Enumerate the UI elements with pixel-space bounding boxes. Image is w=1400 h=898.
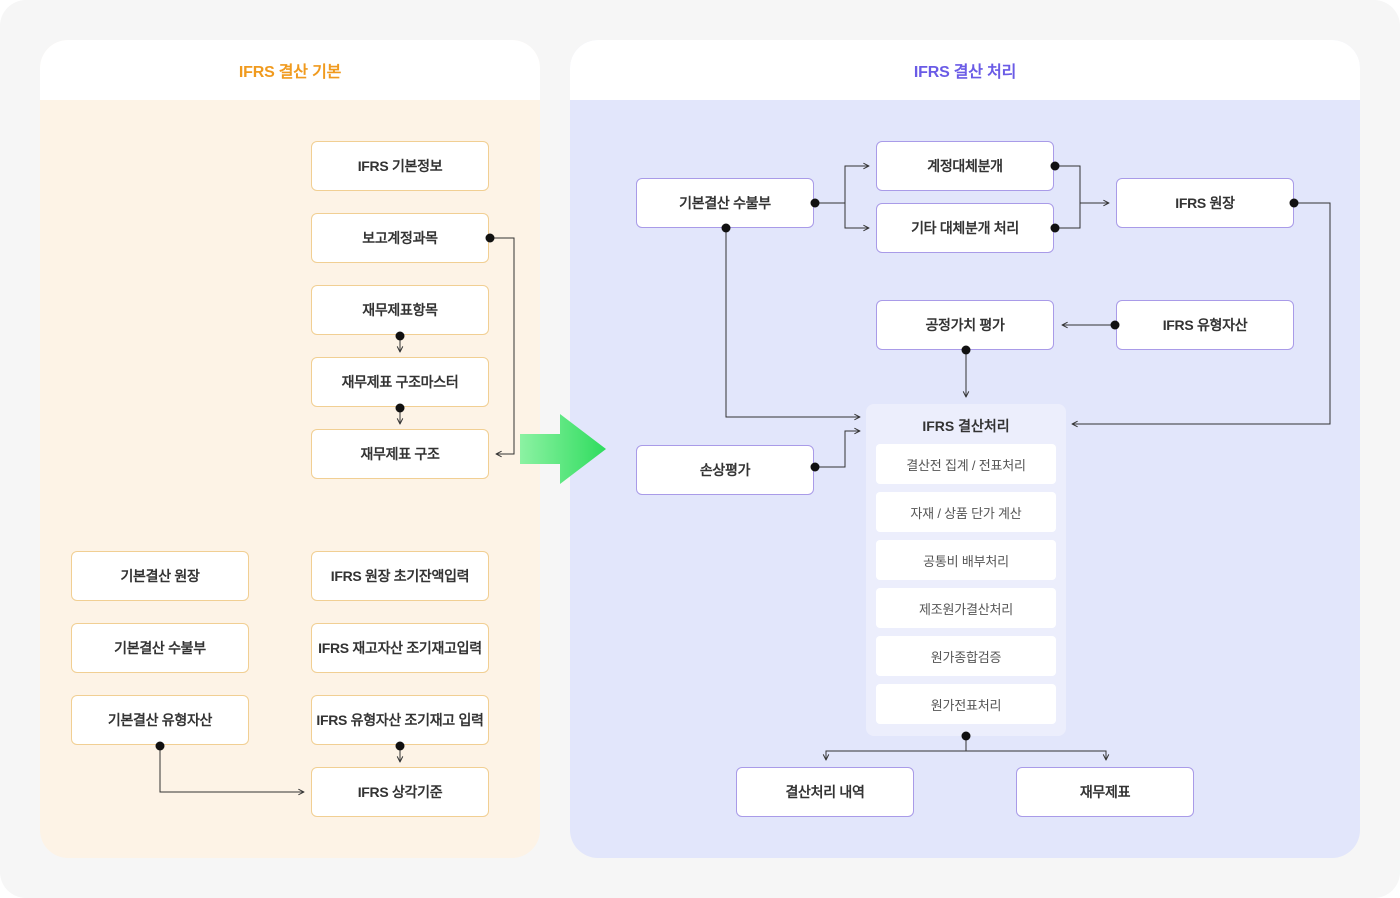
connector-dot-other-alt [1050, 223, 1060, 233]
node-ifrs-ledger: IFRS 원장 [1116, 178, 1294, 228]
closing-step-cost-verification: 원가종합검증 [876, 636, 1056, 676]
node-fs-structure: 재무제표 구조 [311, 429, 489, 479]
node-impairment: 손상평가 [636, 445, 814, 495]
connector-inout-to-account-alt [815, 166, 869, 204]
node-ifrs-inventory-init: IFRS 재고자산 조기재고입력 [311, 623, 489, 673]
connector-ifrs-ledger-to-closing [1072, 202, 1331, 424]
connector-dot-fs-master [395, 403, 405, 413]
node-report-accounts: 보고계정과목 [311, 213, 489, 263]
node-basic-ledger: 기본결산 원장 [71, 551, 249, 601]
ifrs-closing-group: IFRS 결산처리 결산전 집계 / 전표처리 자재 / 상품 단가 계산 공통… [866, 404, 1066, 736]
connector-dot-report [485, 233, 495, 243]
connector-dot-ifrs-ledger [1289, 198, 1299, 208]
connector-basic-tangible-to-depreciation [159, 746, 304, 792]
connector-dot-account-alt [1050, 161, 1060, 171]
node-ifrs-depreciation: IFRS 상각기준 [311, 767, 489, 817]
connector-dot-basic-tangible [155, 741, 165, 751]
closing-step-manufacturing-cost: 제조원가결산처리 [876, 588, 1056, 628]
connector-dot-impairment [810, 462, 820, 472]
connector-dot-inout-right [810, 198, 820, 208]
ifrs-closing-group-title: IFRS 결산처리 [922, 418, 1010, 434]
ifrs-process-panel-title: IFRS 결산 처리 [570, 40, 1360, 100]
ifrs-basic-panel-title: IFRS 결산 기본 [40, 40, 540, 100]
node-ifrs-ledger-init: IFRS 원장 초기잔액입력 [311, 551, 489, 601]
connector-dot-fair-value [961, 345, 971, 355]
node-ifrs-tangible-init: IFRS 유형자산 조기재고 입력 [311, 695, 489, 745]
connector-closing-to-statements [966, 750, 1106, 760]
closing-step-unit-cost: 자재 / 상품 단가 계산 [876, 492, 1056, 532]
node-ifrs-tangible: IFRS 유형자산 [1116, 300, 1294, 350]
closing-step-pre-aggregation: 결산전 집계 / 전표처리 [876, 444, 1056, 484]
connector-dot-closing-group [961, 731, 971, 741]
connector-report-to-structure [490, 237, 515, 454]
closing-step-common-cost: 공통비 배부처리 [876, 540, 1056, 580]
connector-dot-ifrs-tangible [1110, 320, 1120, 330]
node-basic-tangible: 기본결산 유형자산 [71, 695, 249, 745]
transition-arrow-icon [520, 414, 606, 484]
node-ifrs-basic-info: IFRS 기본정보 [311, 141, 489, 191]
node-fair-value: 공정가치 평가 [876, 300, 1054, 350]
connector-inout-to-other-alt [844, 203, 869, 228]
connector-closing-to-history [826, 736, 967, 760]
connector-impairment-to-closing [815, 431, 860, 468]
node-fs-items: 재무제표항목 [311, 285, 489, 335]
node-basic-inout: 기본결산 수불부 [71, 623, 249, 673]
connector-inout-to-closing [725, 228, 860, 417]
connector-dot-inout-bottom [721, 223, 731, 233]
connector-account-alt-merge [1055, 165, 1081, 229]
connector-dot-tangible-init [395, 741, 405, 751]
node-closing-history: 결산처리 내역 [736, 767, 914, 817]
connector-dot-fs-items [395, 331, 405, 341]
closing-step-cost-voucher: 원가전표처리 [876, 684, 1056, 724]
node-financial-statements: 재무제표 [1016, 767, 1194, 817]
node-fs-structure-master: 재무제표 구조마스터 [311, 357, 489, 407]
